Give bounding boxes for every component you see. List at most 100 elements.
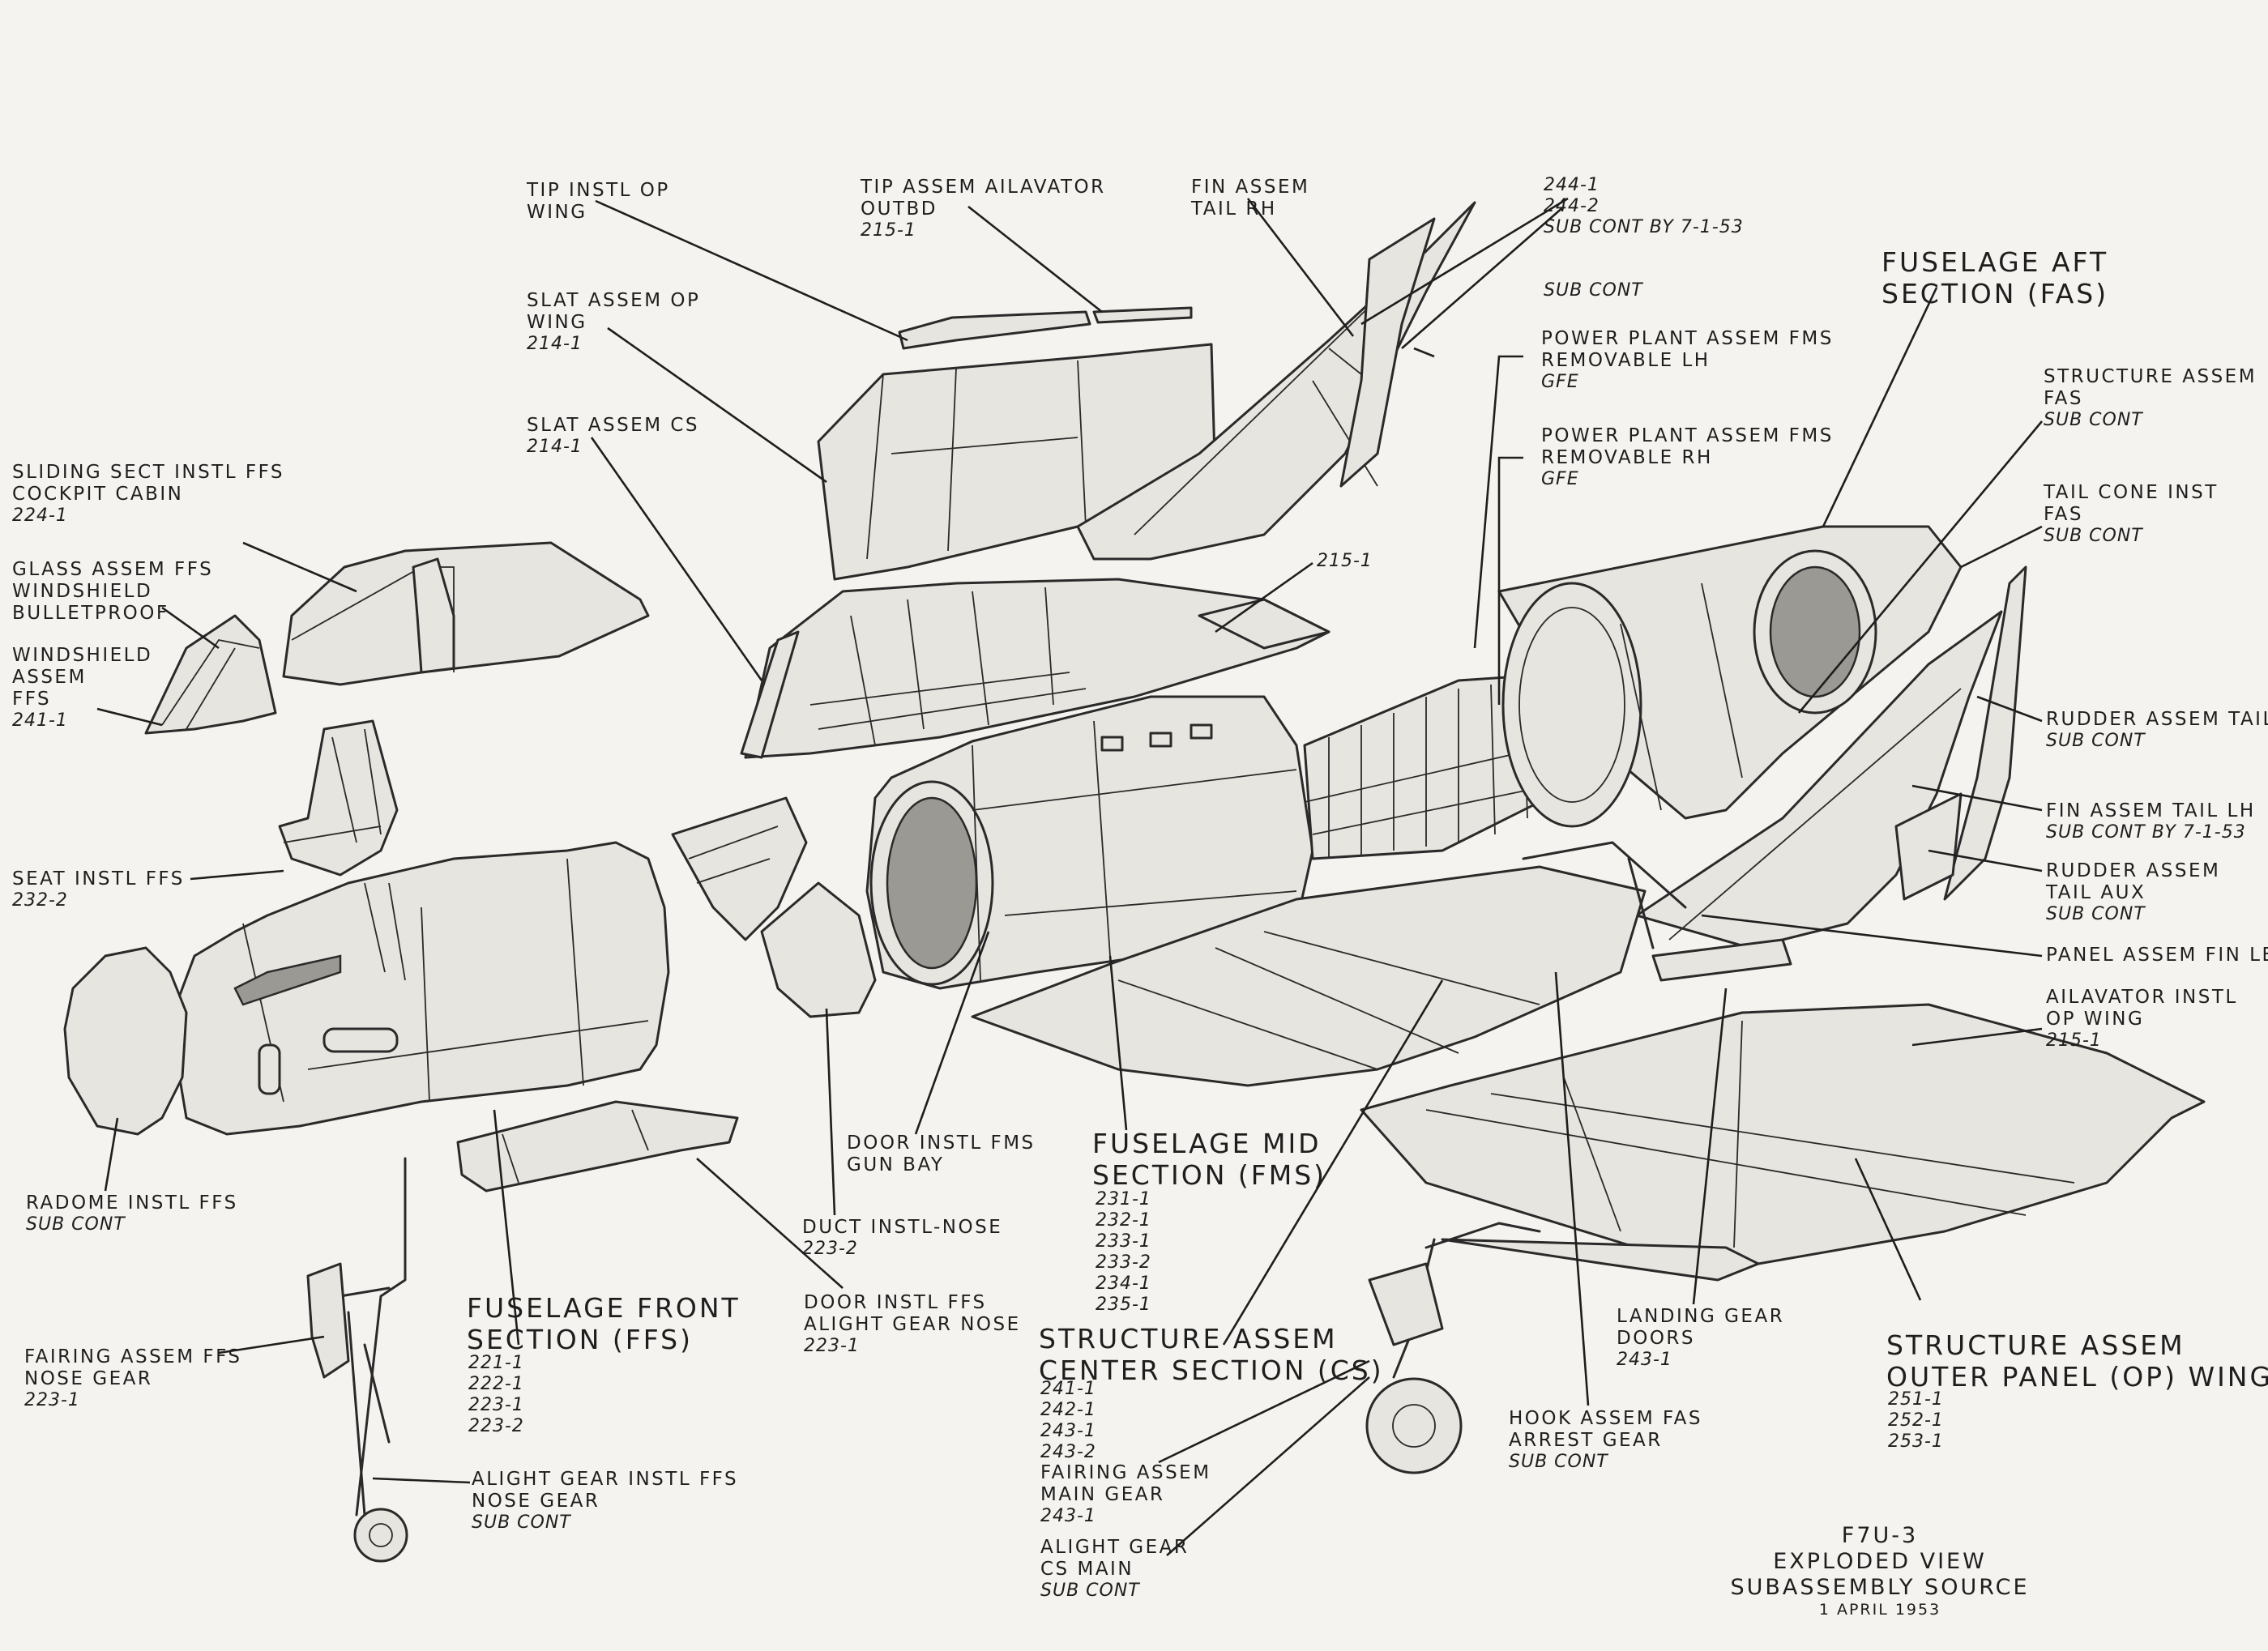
label-line: RUDDER ASSEM bbox=[2046, 860, 2221, 881]
label-line: SUB CONT bbox=[1544, 280, 1643, 301]
label-part-number: 214-1 bbox=[527, 437, 583, 458]
label-part-number: 243-2 bbox=[1040, 1441, 1096, 1462]
title-line: EXPLODED VIEW bbox=[1773, 1548, 1987, 1574]
label-rudder-tail: RUDDER ASSEM TAIL SUB CONT bbox=[2046, 709, 2268, 752]
label-part-number: 221-1 bbox=[468, 1353, 524, 1373]
label-line: TAIL RH bbox=[1191, 198, 1277, 220]
label-line: GFE bbox=[1541, 372, 1579, 393]
label-ffs-numbers: 221-1 222-1 223-1 223-2 bbox=[468, 1353, 524, 1437]
label-fairing-nose: FAIRING ASSEM FFS NOSE GEAR 223-1 bbox=[24, 1346, 242, 1411]
label-fms-title: FUSELAGE MID SECTION (FMS) bbox=[1092, 1128, 1326, 1192]
label-215-mid: 215-1 bbox=[1317, 551, 1373, 572]
label-tip-instl: TIP INSTL OP WING bbox=[527, 180, 670, 224]
label-line: COCKPIT CABIN bbox=[12, 484, 184, 506]
label-part-number: 215-1 bbox=[1317, 551, 1373, 571]
label-line: LANDING GEAR bbox=[1617, 1306, 1785, 1327]
label-line: MAIN GEAR bbox=[1040, 1484, 1165, 1506]
label-line: FAS bbox=[2044, 504, 2083, 526]
label-radome: RADOME INSTL FFS SUB CONT bbox=[26, 1192, 238, 1235]
label-seat: SEAT INSTL FFS 232-2 bbox=[12, 868, 185, 911]
canopy-parts bbox=[144, 541, 650, 735]
label-ailavator: AILAVATOR INSTL OP WING 215-1 bbox=[2046, 987, 2238, 1052]
label-line: SLAT ASSEM OP bbox=[527, 290, 701, 311]
label-line: SUB CONT BY 7-1-53 bbox=[2046, 822, 2246, 843]
label-line: DOORS bbox=[1617, 1328, 1695, 1350]
label-line: TIP ASSEM AILAVATOR bbox=[861, 177, 1106, 198]
label-line: FIN ASSEM bbox=[1191, 177, 1310, 198]
label-line: SUB CONT bbox=[26, 1214, 126, 1235]
label-line: FFS bbox=[12, 689, 52, 710]
label-rudder-aux: RUDDER ASSEM TAIL AUX SUB CONT bbox=[2046, 860, 2220, 925]
label-line: GFE bbox=[1541, 469, 1579, 490]
label-fin-lh: FIN ASSEM TAIL LH SUB CONT BY 7-1-53 bbox=[2046, 800, 2256, 843]
label-sliding-sect: SLIDING SECT INSTL FFS COCKPIT CABIN 224… bbox=[12, 462, 284, 527]
label-sub-cont-top: SUB CONT bbox=[1544, 280, 1643, 301]
label-line: OUTER PANEL (OP) WING bbox=[1886, 1360, 2268, 1393]
label-fas-title: FUSELAGE AFT SECTION (FAS) bbox=[1881, 246, 2109, 310]
label-line: SUB CONT bbox=[1509, 1452, 1608, 1473]
label-slat-cs: SLAT ASSEM CS 214-1 bbox=[527, 415, 699, 458]
label-line: ALIGHT GEAR NOSE bbox=[804, 1314, 1021, 1336]
label-part-number: 233-1 bbox=[1096, 1231, 1151, 1252]
label-part-number: 252-1 bbox=[1888, 1410, 1944, 1431]
label-part-number: 242-1 bbox=[1040, 1399, 1096, 1420]
label-line: AILAVATOR INSTL bbox=[2046, 987, 2238, 1008]
label-part-number: 214-1 bbox=[527, 334, 583, 355]
label-line: REMOVABLE RH bbox=[1541, 447, 1713, 469]
label-hook: HOOK ASSEM FAS ARREST GEAR SUB CONT bbox=[1509, 1408, 1702, 1473]
label-line: ALIGHT GEAR INSTL FFS bbox=[472, 1469, 739, 1490]
label-part-number: 243-1 bbox=[1617, 1350, 1672, 1371]
label-part-number: 231-1 bbox=[1096, 1189, 1151, 1209]
label-line: SECTION (FMS) bbox=[1092, 1158, 1327, 1191]
label-line: ARREST GEAR bbox=[1509, 1430, 1663, 1452]
label-part-number: 233-2 bbox=[1096, 1252, 1151, 1273]
title-date: 1 APRIL 1953 bbox=[1818, 1600, 1941, 1619]
title-block: F7U-3 EXPLODED VIEW SUBASSEMBLY SOURCE 1… bbox=[1718, 1523, 2042, 1619]
label-part-number: 223-1 bbox=[24, 1390, 80, 1411]
label-line: FUSELAGE AFT bbox=[1881, 246, 2109, 278]
label-landing-doors: LANDING GEAR DOORS 243-1 bbox=[1617, 1306, 1784, 1371]
label-duct: DUCT INSTL-NOSE 223-2 bbox=[802, 1217, 1002, 1260]
op-wing-upper bbox=[817, 306, 1217, 581]
label-part-number: 241-1 bbox=[1040, 1379, 1096, 1399]
label-line: ASSEM bbox=[12, 667, 87, 689]
label-glass: GLASS ASSEM FFS WINDSHIELD BULLETPROOF bbox=[12, 559, 213, 625]
label-panel-fin: PANEL ASSEM FIN LE bbox=[2046, 945, 2268, 966]
label-line: FUSELAGE MID bbox=[1092, 1128, 1322, 1159]
label-part-number: 244-1 bbox=[1544, 175, 1600, 195]
label-op-numbers: 251-1 252-1 253-1 bbox=[1888, 1389, 1944, 1453]
label-part-number: 224-1 bbox=[12, 506, 68, 527]
label-cs-title: STRUCTURE ASSEM CENTER SECTION (CS) bbox=[1039, 1323, 1384, 1387]
label-line: STRUCTURE ASSEM bbox=[1039, 1323, 1338, 1355]
label-line: WING bbox=[527, 312, 587, 334]
label-part-number: 243-1 bbox=[1040, 1506, 1096, 1527]
label-line: NOSE GEAR bbox=[472, 1491, 600, 1512]
label-line: STRUCTURE ASSEM bbox=[2044, 366, 2257, 387]
label-line: WING bbox=[527, 202, 587, 224]
label-line: SLIDING SECT INSTL FFS bbox=[12, 462, 284, 483]
mid-fuselage bbox=[865, 695, 1314, 990]
label-tail-cone: TAIL CONE INST FAS SUB CONT bbox=[2044, 482, 2219, 547]
label-part-number: 235-1 bbox=[1096, 1294, 1151, 1315]
fin-rh bbox=[1076, 201, 1476, 561]
label-line: OUTBD bbox=[861, 198, 938, 220]
label-part-number: 232-2 bbox=[12, 890, 68, 911]
label-part-number: 253-1 bbox=[1888, 1431, 1944, 1452]
label-line: FAIRING ASSEM bbox=[1040, 1462, 1211, 1483]
label-line: SECTION (FAS) bbox=[1881, 277, 2109, 309]
label-line: SUB CONT bbox=[2046, 904, 2146, 925]
label-part-number: 244-2 bbox=[1544, 195, 1600, 216]
label-line: RUDDER ASSEM TAIL bbox=[2046, 709, 2268, 730]
label-op-title: STRUCTURE ASSEM OUTER PANEL (OP) WING bbox=[1886, 1329, 2268, 1393]
label-line: SEAT INSTL FFS bbox=[12, 868, 185, 889]
label-fms-numbers: 231-1 232-1 233-1 233-2 234-1 235-1 bbox=[1096, 1189, 1151, 1316]
label-ffs-title: FUSELAGE FRONT SECTION (FFS) bbox=[467, 1292, 741, 1356]
ejection-seat bbox=[278, 719, 399, 877]
label-part-number: 243-1 bbox=[1040, 1420, 1096, 1441]
label-part-number: 223-2 bbox=[468, 1415, 524, 1436]
intake-duct-parts bbox=[671, 796, 877, 1018]
title-line: SUBASSEMBLY SOURCE bbox=[1730, 1574, 2030, 1600]
label-structure-fas: STRUCTURE ASSEM FAS SUB CONT bbox=[2044, 366, 2257, 431]
label-line: SECTION (FFS) bbox=[467, 1323, 693, 1355]
